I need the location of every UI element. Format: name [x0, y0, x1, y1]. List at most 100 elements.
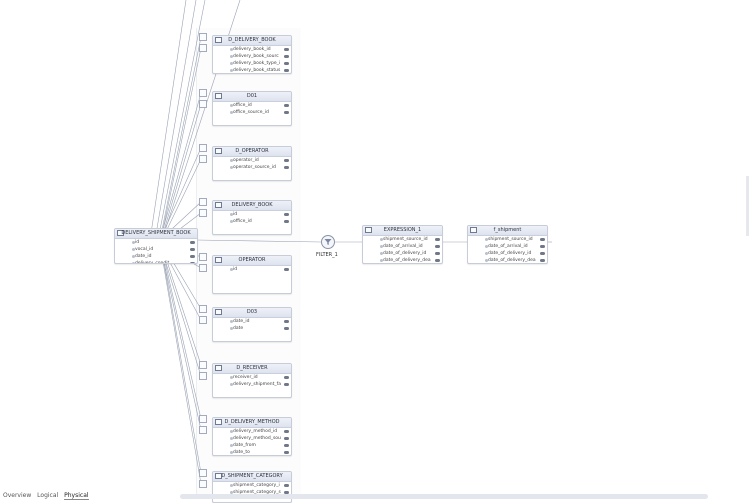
column-row[interactable]: office_source_id — [213, 109, 291, 116]
table-header[interactable]: D03 — [213, 308, 291, 318]
lookup-join-icon[interactable] — [199, 209, 207, 217]
column-row[interactable]: id — [213, 211, 291, 218]
column-row[interactable]: office_id — [213, 102, 291, 109]
lookup-join-icon[interactable] — [199, 100, 207, 108]
lookup-join-icon[interactable] — [199, 361, 207, 369]
lookup-join-icon[interactable] — [199, 264, 207, 272]
port-icon[interactable] — [284, 62, 289, 65]
port-icon[interactable] — [190, 248, 195, 251]
column-row[interactable]: date_of_delivery_id — [363, 250, 442, 257]
lookup-join-icon[interactable] — [199, 469, 207, 477]
port-icon[interactable] — [435, 238, 440, 241]
column-row[interactable]: date_of_delivery_dea — [363, 257, 442, 263]
column-row[interactable]: date_to — [213, 449, 291, 455]
column-row[interactable]: date — [213, 325, 291, 332]
lookup-join-icon[interactable] — [199, 415, 207, 423]
column-row[interactable]: date_of_delivery_dea — [468, 257, 547, 263]
port-icon[interactable] — [284, 220, 289, 223]
table-header[interactable]: OPERATOR — [213, 256, 291, 266]
tab-physical[interactable]: Physical — [64, 492, 89, 500]
port-icon[interactable] — [284, 104, 289, 107]
column-row[interactable]: date_id — [115, 253, 197, 260]
lookup-join-icon[interactable] — [199, 155, 207, 163]
lookup-join-icon[interactable] — [199, 144, 207, 152]
column-row[interactable]: id — [115, 239, 197, 246]
column-row[interactable]: shipment_source_id — [363, 236, 442, 243]
column-row[interactable]: delivery_book_status — [213, 67, 291, 73]
table-header[interactable]: f_shipment — [468, 226, 547, 236]
lookup-join-icon[interactable] — [199, 480, 207, 488]
lookup-join-icon[interactable] — [199, 316, 207, 324]
port-icon[interactable] — [284, 213, 289, 216]
port-icon[interactable] — [284, 444, 289, 447]
lookup-join-icon[interactable] — [199, 426, 207, 434]
port-icon[interactable] — [284, 484, 289, 487]
port-icon[interactable] — [284, 55, 289, 58]
port-icon[interactable] — [435, 245, 440, 248]
column-row[interactable]: shipment_source_id — [468, 236, 547, 243]
column-row[interactable]: date_id — [213, 318, 291, 325]
port-icon[interactable] — [435, 259, 440, 262]
horizontal-scrollbar[interactable] — [180, 494, 708, 499]
port-icon[interactable] — [540, 238, 545, 241]
lookup-join-icon[interactable] — [199, 305, 207, 313]
port-icon[interactable] — [284, 376, 289, 379]
table-header[interactable]: D_DELIVERY_BOOK — [213, 36, 291, 46]
port-icon[interactable] — [540, 252, 545, 255]
vertical-scrollbar[interactable] — [746, 176, 749, 236]
table-header[interactable]: D_DELIVERY_METHOD — [213, 418, 291, 428]
tab-overview[interactable]: Overview — [3, 492, 32, 499]
port-icon[interactable] — [284, 48, 289, 51]
table-header[interactable]: D_OPERATOR — [213, 147, 291, 157]
column-row[interactable]: operator_id — [213, 157, 291, 164]
lookup-join-icon[interactable] — [199, 89, 207, 97]
column-row[interactable]: shipment_category_s — [213, 489, 291, 496]
column-row[interactable]: office_id — [213, 218, 291, 225]
column-row[interactable]: shipment_category_i — [213, 482, 291, 489]
lookup-join-icon[interactable] — [199, 33, 207, 41]
table-header[interactable]: D_SHIPMENT_CATEGORY — [213, 472, 291, 482]
port-icon[interactable] — [284, 327, 289, 330]
tab-logical[interactable]: Logical — [37, 492, 59, 499]
column-row[interactable]: delivery_book_type_i — [213, 60, 291, 67]
port-icon[interactable] — [284, 430, 289, 433]
port-icon[interactable] — [190, 255, 195, 258]
port-icon[interactable] — [190, 262, 195, 263]
port-icon[interactable] — [540, 259, 545, 262]
port-icon[interactable] — [284, 268, 289, 271]
column-row[interactable]: date_of_arrival_id — [468, 243, 547, 250]
column-row[interactable]: delivery_book_id — [213, 46, 291, 53]
column-row[interactable]: receiver_id — [213, 374, 291, 381]
port-icon[interactable] — [284, 437, 289, 440]
column-row[interactable]: date_from — [213, 442, 291, 449]
column-row[interactable]: delivery_shipment_fa — [213, 381, 291, 388]
port-icon[interactable] — [284, 166, 289, 169]
table-header[interactable]: D_RECEIVER — [213, 364, 291, 374]
column-row[interactable]: delivery_method_id — [213, 428, 291, 435]
table-header[interactable]: D01 — [213, 92, 291, 102]
port-icon[interactable] — [284, 69, 289, 72]
column-row[interactable]: operator_source_id — [213, 164, 291, 171]
port-icon[interactable] — [540, 245, 545, 248]
column-row[interactable]: id — [213, 266, 291, 273]
port-icon[interactable] — [284, 491, 289, 494]
column-row[interactable]: delivery_condit... — [115, 260, 197, 263]
port-icon[interactable] — [284, 451, 289, 454]
table-header[interactable]: DELIVERY_SHIPMENT_BOOK — [115, 229, 197, 239]
column-row[interactable]: vocal_id — [115, 246, 197, 253]
port-icon[interactable] — [284, 159, 289, 162]
lookup-join-icon[interactable] — [199, 372, 207, 380]
lookup-join-icon[interactable] — [199, 44, 207, 52]
